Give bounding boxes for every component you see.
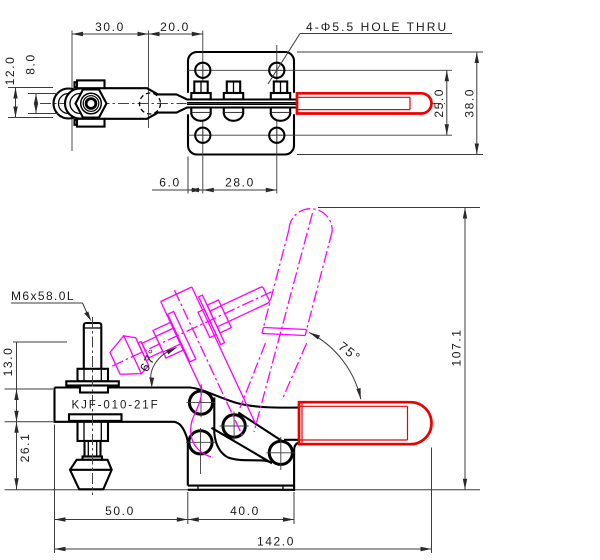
- svg-text:6.0: 6.0: [159, 176, 180, 190]
- svg-text:8.0: 8.0: [24, 53, 38, 74]
- svg-text:50.0: 50.0: [105, 504, 135, 518]
- svg-text:38.0: 38.0: [463, 88, 477, 118]
- svg-text:M6x58.0L: M6x58.0L: [11, 289, 75, 303]
- svg-text:107.1: 107.1: [450, 328, 464, 366]
- svg-text:KJF-010-21F: KJF-010-21F: [72, 400, 160, 412]
- svg-text:13.0: 13.0: [1, 347, 15, 377]
- svg-text:40.0: 40.0: [230, 504, 260, 518]
- svg-text:30.0: 30.0: [95, 20, 125, 34]
- svg-text:142.0: 142.0: [257, 535, 295, 549]
- svg-text:25.0: 25.0: [432, 88, 446, 118]
- svg-text:26.1: 26.1: [18, 433, 32, 463]
- svg-text:28.0: 28.0: [225, 176, 255, 190]
- svg-text:12.0: 12.0: [3, 56, 17, 86]
- svg-text:20.0: 20.0: [160, 20, 190, 34]
- svg-text:4-Φ5.5 HOLE THRU: 4-Φ5.5 HOLE THRU: [306, 20, 448, 34]
